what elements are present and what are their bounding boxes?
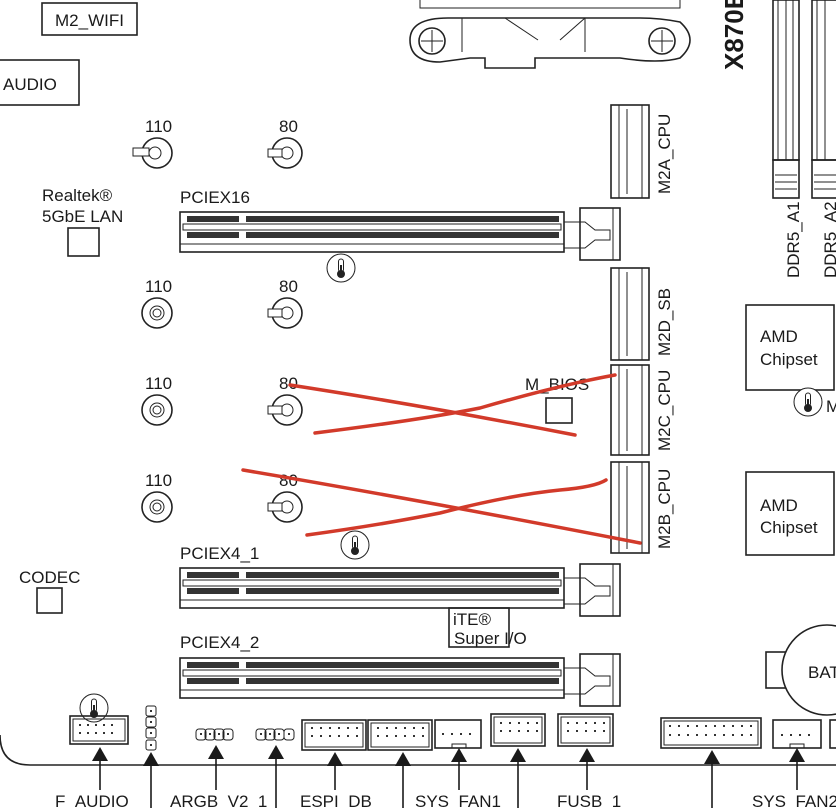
super-io-chip: iTE® Super I/O [448,607,527,648]
standoff-110: 110 [141,374,173,426]
chipset-1: AMD Chipset [745,304,835,391]
header-sys-fan1[interactable] [434,719,482,790]
header-unlabeled-1[interactable] [367,719,433,808]
header-label: FUSB_1 [557,792,621,808]
header-unlabeled-2[interactable] [490,713,546,808]
dimm-a2-label: DDR5_A2 [821,201,836,278]
pcie-slot-pciex4_1[interactable]: PCIEX4_1 [179,544,621,617]
board-edge [0,734,836,766]
standoff-size-label: 80 [279,117,298,136]
codec-chip [36,587,63,614]
header-unlabeled-3[interactable] [660,717,762,808]
header-pin-strip[interactable] [143,705,159,808]
pcie-slot-label: PCIEX4_2 [180,633,259,652]
header-edge-partial[interactable] [829,719,836,749]
chipset-sensor-label: M [826,397,836,416]
chipset-2: AMD Chipset [745,471,835,556]
standoff-80: 80 [267,117,303,169]
m2-wifi-label: M2_WIFI [55,11,124,30]
dimm-slot-a2[interactable] [811,0,836,199]
standoff-size-label: 80 [279,277,298,296]
chipset-2-label: Chipset [760,518,818,537]
standoff-80: 80 [267,374,303,426]
super-io-vendor-label: iTE® [453,610,492,629]
m2-slot-m2a-cpu[interactable]: M2A_CPU [610,104,674,199]
m2-slot-m2d-sb[interactable]: M2D_SB [610,267,674,361]
standoff-size-label: 110 [145,374,172,393]
dimm-slot-a1[interactable] [772,0,800,199]
header-espi-db[interactable] [301,719,367,790]
standoff-110: 110 [132,117,173,169]
annotation-cross-m2b [241,468,642,545]
thermometer-icon [793,387,823,417]
battery: BAT [765,624,836,716]
m2-slot-label: M2D_SB [655,288,674,356]
board-model-label: X870E [719,0,749,70]
header-label: ARGB_V2_1 [170,792,267,808]
pcie-slot-pciex16[interactable]: PCIEX16 [179,188,621,261]
standoff-size-label: 110 [145,471,172,490]
m2-wifi-label-box: M2_WIFI [41,2,138,36]
standoff-size-label: 110 [145,117,172,136]
m2-slot-label: M2C_CPU [655,370,674,451]
dimm-a1-label: DDR5_A1 [784,201,803,278]
standoff-110: 110 [141,277,173,329]
battery-label: BAT [808,663,836,682]
header-label: F_AUDIO [55,792,129,808]
header-argb-v2-1[interactable] [195,728,234,790]
standoff-size-label: 80 [279,374,298,393]
thermometer-icon [326,253,356,283]
standoff-80: 80 [267,277,303,329]
cpu-socket-bracket [409,0,691,69]
header-label: SYS_FAN2 [752,792,836,808]
screw-icon [418,27,446,55]
audio-label-box: AUDIO [0,59,80,106]
m2-slot-label: M2A_CPU [655,114,674,194]
chipset-1-vendor: AMD [760,327,798,346]
chipset-2-vendor: AMD [760,496,798,515]
header-label: SYS_FAN1 [415,792,501,808]
standoff-size-label: 110 [145,277,172,296]
header-fusb-1[interactable] [557,713,614,790]
thermometer-icon [340,530,370,560]
m2-slot-label: M2B_CPU [655,469,674,549]
annotation-cross-m2c [288,373,617,437]
pcie-slot-label: PCIEX4_1 [180,544,259,563]
super-io-label: Super I/O [454,629,527,648]
lan-chip [67,227,100,257]
m2-slot-m2c-cpu[interactable]: M2C_CPU [610,364,674,456]
standoff-110: 110 [141,471,173,523]
pcie-slot-label: PCIEX16 [180,188,250,207]
chipset-1-label: Chipset [760,350,818,369]
codec-label: CODEC [19,568,80,587]
thermometer-icon [79,693,109,723]
m-bios-label: M_BIOS [525,375,589,394]
m-bios-chip [545,397,573,424]
audio-label: AUDIO [3,75,57,94]
header-label: ESPI_DB [300,792,372,808]
lan-label: 5GbE LAN [42,207,123,226]
screw-icon [648,27,676,55]
pcie-slot-pciex4_2[interactable]: PCIEX4_2 [179,633,621,707]
lan-vendor-label: Realtek® [42,186,113,205]
header-sys-fan2[interactable] [772,719,822,790]
header-f-audio[interactable] [69,715,129,790]
header-argb-2[interactable] [255,728,295,808]
